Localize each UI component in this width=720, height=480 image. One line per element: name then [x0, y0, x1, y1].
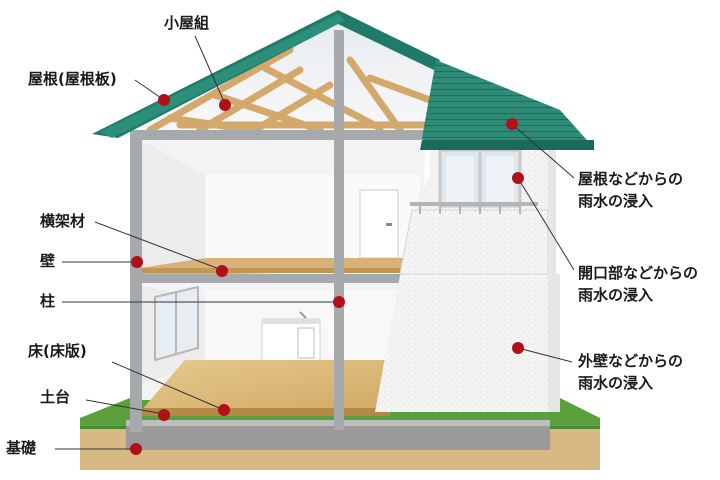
marker-kabe [131, 256, 143, 268]
label-yuka: 床(床版) [28, 342, 87, 360]
marker-yokogaza [216, 265, 228, 277]
marker-opening-leak [512, 172, 524, 184]
ground-floor [140, 360, 420, 416]
marker-roof-leak [506, 118, 518, 130]
hip-roof [420, 60, 594, 150]
callout-roof-leak-line2: 雨水の浸入 [578, 192, 654, 210]
leader-lines [55, 35, 575, 450]
marker-yane [158, 94, 170, 106]
label-yokogaza: 横架材 [40, 212, 86, 230]
callout-roof-leak: 屋根などからの 雨水の浸入 [578, 168, 683, 212]
roof [92, 10, 440, 138]
roof-truss [130, 24, 440, 134]
frame [130, 30, 430, 432]
marker-hashira [333, 296, 345, 308]
callout-wall-leak: 外壁などからの 雨水の浸入 [578, 350, 683, 394]
label-yane: 屋根(屋根板) [28, 70, 117, 88]
callout-wall-leak-line2: 雨水の浸入 [578, 374, 654, 392]
label-koyagumi: 小屋組 [164, 14, 210, 32]
marker-koyagumi [219, 99, 231, 111]
callout-opening-leak: 開口部などからの 雨水の浸入 [578, 262, 698, 306]
marker-wall-leak [512, 342, 524, 354]
marker-dodai [158, 409, 170, 421]
markers [130, 94, 524, 455]
label-dodai: 土台 [40, 388, 71, 406]
callout-opening-leak-line1: 開口部などからの [578, 264, 699, 282]
label-kabe: 壁 [40, 252, 56, 270]
callout-opening-leak-line2: 雨水の浸入 [578, 286, 654, 304]
label-hashira: 柱 [40, 292, 56, 310]
marker-yuka [218, 404, 230, 416]
callout-wall-leak-line1: 外壁などからの [578, 352, 684, 370]
label-kiso: 基礎 [6, 439, 37, 457]
exterior-wall [375, 138, 560, 412]
marker-kiso [130, 443, 142, 455]
upper-floor [140, 258, 420, 276]
callout-roof-leak-line1: 屋根などからの [578, 170, 684, 188]
